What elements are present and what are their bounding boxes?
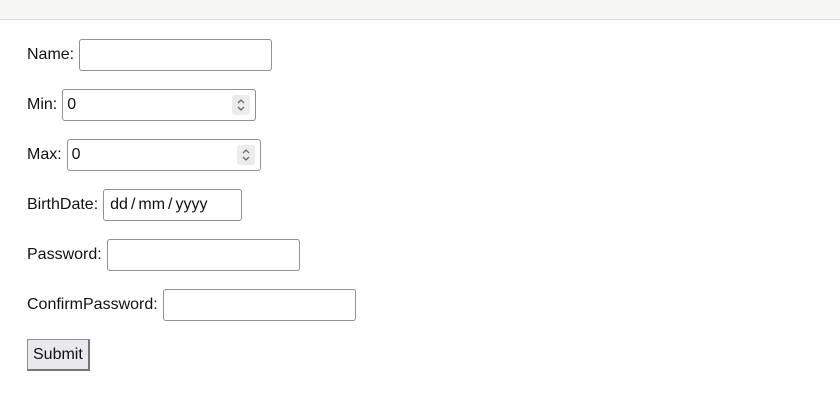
birthdate-day[interactable]: dd [110,196,128,213]
signup-form: Name: Min: 0 Max: 0 Bi [27,39,356,389]
birthdate-input[interactable]: dd/mm/yyyy [103,189,243,221]
birthdate-month[interactable]: mm [138,196,166,213]
date-separator: / [130,196,136,213]
birthdate-row: BirthDate: dd/mm/yyyy [27,189,356,221]
birthdate-label: BirthDate: [27,196,99,213]
max-row: Max: 0 [27,139,356,171]
confirm-password-label: ConfirmPassword: [27,296,158,313]
spinner-icon[interactable] [232,95,251,115]
name-row: Name: [27,39,356,71]
name-input[interactable] [79,39,273,71]
date-separator: / [168,196,173,213]
confirm-password-input[interactable] [162,289,356,321]
password-label: Password: [27,246,102,263]
submit-button[interactable]: Submit [27,339,90,371]
min-value: 0 [67,96,77,113]
spinner-icon[interactable] [236,145,255,165]
password-row: Password: [27,239,356,271]
password-input[interactable] [106,239,300,271]
max-value: 0 [71,146,81,163]
min-row: Min: 0 [27,89,356,121]
max-label: Max: [27,146,62,163]
max-input[interactable]: 0 [66,139,261,171]
confirm-password-row: ConfirmPassword: [27,289,356,321]
min-label: Min: [27,96,58,113]
name-label: Name: [27,46,75,63]
submit-row: Submit [27,339,356,371]
birthdate-year[interactable]: yyyy [175,196,208,213]
browser-top-bar [0,0,840,20]
min-input[interactable]: 0 [62,89,257,121]
